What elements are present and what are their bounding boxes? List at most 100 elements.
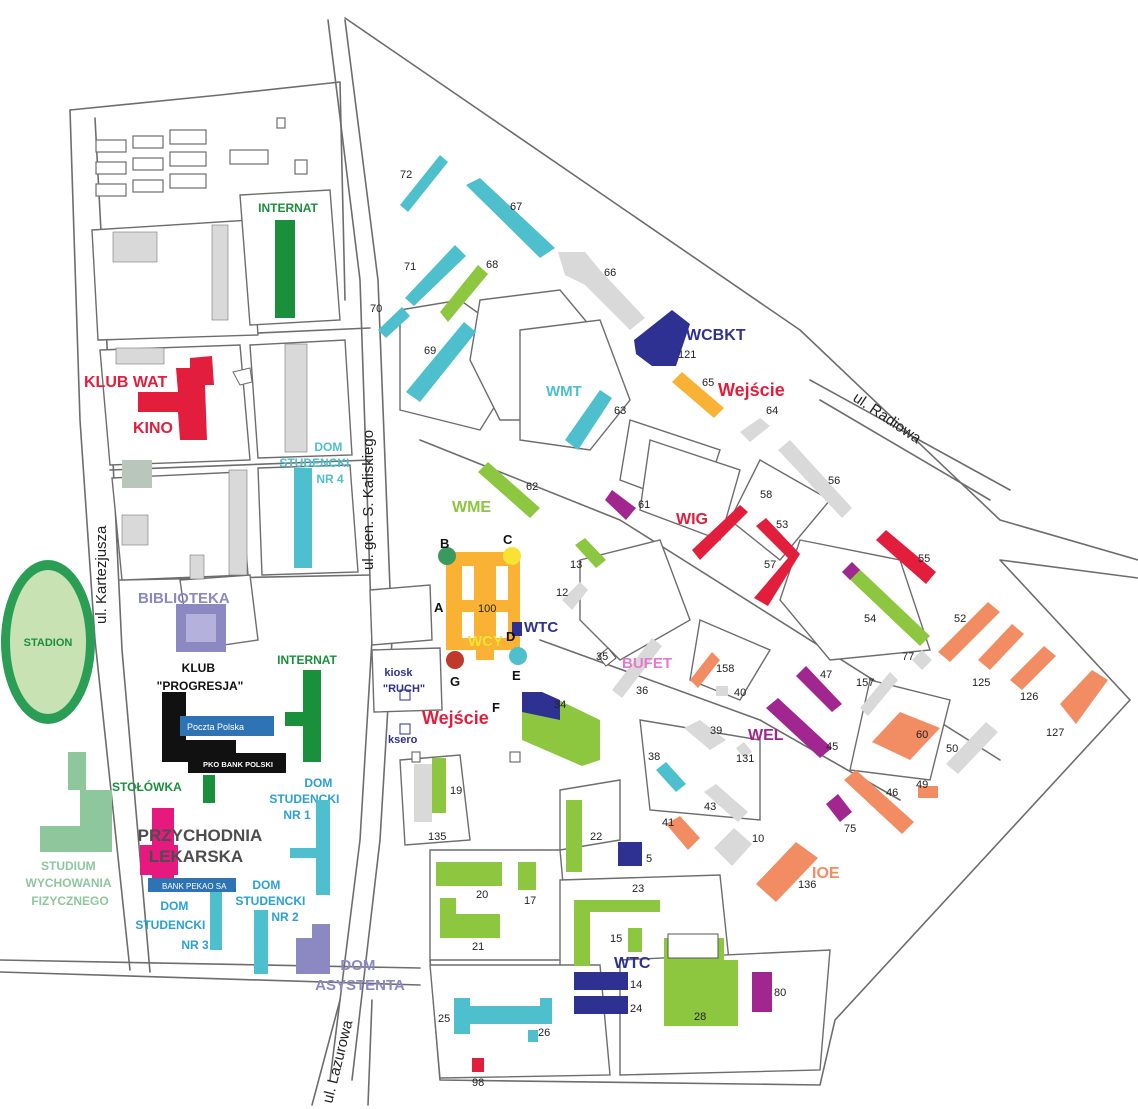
building-number: 158 (716, 663, 734, 675)
building-number: 21 (472, 941, 484, 953)
point-a-label: A (434, 600, 444, 615)
building-number: 131 (736, 753, 754, 765)
building-number: 22 (590, 831, 602, 843)
building-number: 53 (776, 519, 788, 531)
building-number: 127 (1046, 727, 1064, 739)
east-buildings (378, 155, 1108, 1072)
building-number: 24 (630, 1003, 642, 1015)
building-number: 26 (538, 1027, 550, 1039)
studium-label: STUDIUM WYCHOWANIA FIZYCZNEGO (26, 859, 115, 908)
building-number: 28 (694, 1011, 706, 1023)
dom-studencki-1-building (316, 800, 330, 895)
building-number: 100 (478, 603, 496, 615)
building-number: 47 (820, 669, 832, 681)
internat-top-building (275, 220, 295, 318)
stadion-label: STADION (24, 637, 73, 649)
internat-mid-building (303, 670, 321, 762)
wejscie-top-label: Wejście (718, 380, 785, 400)
wcy-label: WCY (468, 633, 503, 650)
building-number: 66 (604, 267, 616, 279)
building-number: 69 (424, 345, 436, 357)
wmt-label: WMT (546, 383, 582, 400)
dom-studencki-2-building (254, 910, 268, 974)
building-number: 98 (472, 1077, 484, 1089)
dom-studencki-3-building (210, 892, 222, 950)
pko-sign (188, 753, 286, 773)
point-d-label: D (506, 629, 515, 644)
internat-mid-label: INTERNAT (277, 653, 337, 667)
east-labels: WMT WCBKT Wejście WME WIG WCY WTC BUFET … (383, 327, 840, 972)
point-g-label: G (450, 674, 460, 689)
ioe-label: IOE (812, 865, 840, 882)
building-number: 50 (946, 743, 958, 755)
building-number: 125 (972, 677, 990, 689)
building-number: 157 (856, 677, 874, 689)
biblioteka-label: BIBLIOTEKA (138, 590, 230, 607)
building-number: 25 (438, 1013, 450, 1025)
kino-label: KINO (133, 420, 173, 437)
pko-label: PKO BANK POLSKI (203, 760, 273, 769)
building-number: 60 (916, 729, 928, 741)
klub-progresja-building (162, 692, 236, 762)
building-number: 40 (734, 687, 746, 699)
ksero-label: ksero (388, 734, 418, 746)
building-number: 61 (638, 499, 650, 511)
wig-label: WIG (676, 511, 708, 528)
building-number: 19 (450, 785, 462, 797)
stolowka-label: STOŁÓWKA (112, 779, 182, 794)
dom-asystenta-building (296, 924, 330, 974)
building-number: 55 (918, 553, 930, 565)
building-number: 135 (428, 831, 446, 843)
street-lazurowa: ul. Lazurowa (319, 1018, 356, 1105)
klub-progresja-label: KLUB "PROGRESJA" (157, 661, 244, 693)
przychodnia-label: PRZYCHODNIA LEKARSKA (138, 826, 267, 866)
building-number: 62 (526, 481, 538, 493)
building-number: 10 (752, 833, 764, 845)
building-number: 75 (844, 823, 856, 835)
building-number: 34 (554, 699, 566, 711)
klub-wat-building (138, 356, 214, 440)
dom-studencki-4-label: DOM STUDENCKI NR 4 (279, 440, 352, 486)
dom-studencki-3-label: DOM STUDENCKI NR 3 (135, 899, 209, 952)
dom-asystenta-label: DOM ASYSTENTA (315, 957, 405, 994)
building-number: 49 (916, 779, 928, 791)
building-number: 121 (678, 349, 696, 361)
wme-label: WME (452, 499, 491, 516)
building-number: 63 (614, 405, 626, 417)
building-number: 57 (764, 559, 776, 571)
building-number: 58 (760, 489, 772, 501)
street-kaliskiego: ul. gen. S. Kaliskiego (360, 430, 377, 570)
building-number: 136 (798, 879, 816, 891)
wejscie-bottom-label: Wejście (422, 708, 489, 728)
point-b-label: B (440, 536, 449, 551)
point-e-label: E (512, 668, 521, 683)
bufet-label: BUFET (622, 655, 672, 672)
building-number: 35 (596, 651, 608, 663)
building-number: 13 (570, 559, 582, 571)
building-number: 46 (886, 787, 898, 799)
building-number: 36 (636, 685, 648, 697)
dom-studencki-4-building (294, 468, 312, 568)
building-number: 17 (524, 895, 536, 907)
building-number: 67 (510, 201, 522, 213)
wcy-building (438, 547, 527, 669)
building-number: 77 (902, 651, 914, 663)
building-number: 64 (766, 405, 778, 417)
wel-label: WEL (748, 727, 784, 744)
building-number: 54 (864, 613, 876, 625)
building-numbers: 72 67 71 68 66 70 69 121 65 64 63 62 61 … (370, 169, 1064, 1089)
bank-pekao-sign (148, 878, 236, 892)
kiosk-label: kiosk "RUCH" (383, 667, 425, 695)
building-number: 15 (610, 933, 622, 945)
street-kartezjusza: ul. Kartezjusza (93, 525, 110, 624)
west-buildings: INTERNAT KLUB WAT KINO DOM STUDENCKI NR … (26, 117, 405, 994)
building-number: 52 (954, 613, 966, 625)
building-number: 39 (710, 725, 722, 737)
poczta-label: Poczta Polska (187, 722, 244, 732)
dom-studencki-2-label: DOM STUDENCKI NR 2 (235, 878, 308, 924)
point-f-label: F (492, 700, 500, 715)
studium-building (40, 752, 112, 852)
building-number: 20 (476, 889, 488, 901)
building-number: 65 (702, 377, 714, 389)
